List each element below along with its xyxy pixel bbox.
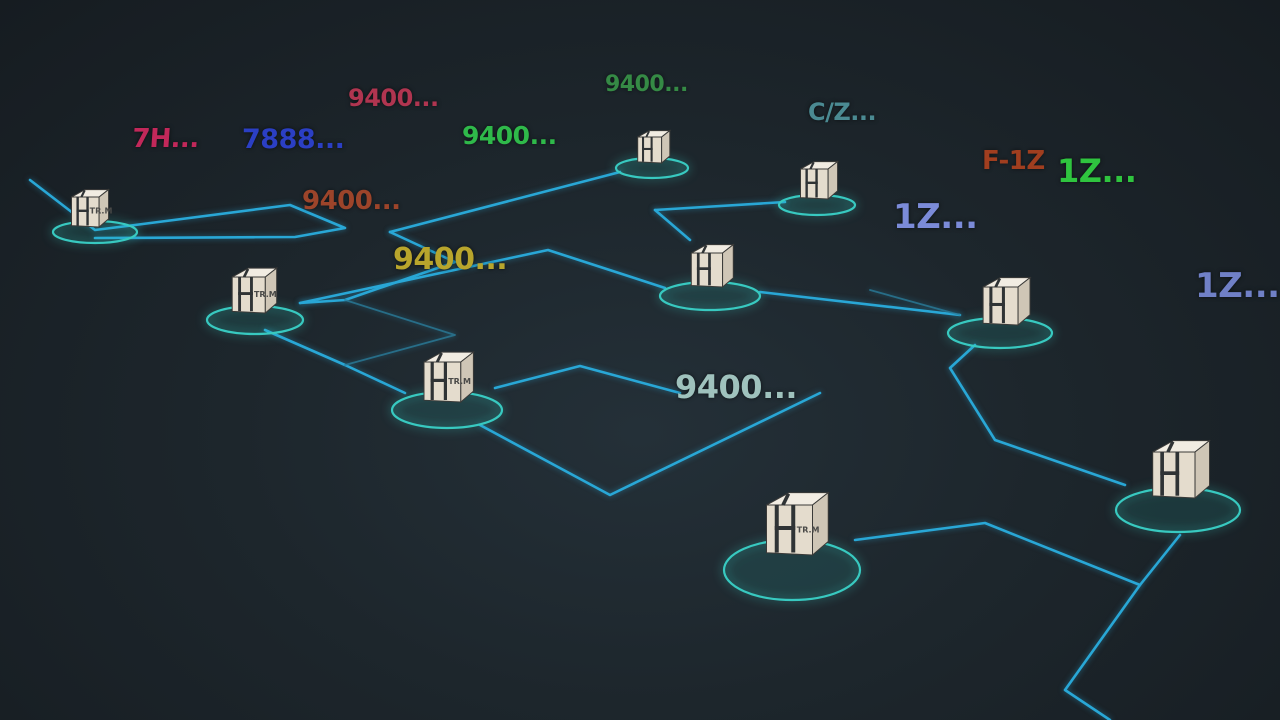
tracking-label: C/Z... xyxy=(808,98,877,126)
tracking-label: 1Z... xyxy=(1195,266,1280,306)
package-side xyxy=(460,351,474,404)
route-line xyxy=(1063,533,1182,720)
package-label: TR.M xyxy=(254,290,277,299)
package-tape xyxy=(238,292,253,295)
package-box: TR.M xyxy=(71,188,113,229)
package-side xyxy=(722,243,734,289)
route-line xyxy=(298,248,667,305)
package-side xyxy=(1194,439,1211,500)
tracking-label: 9400... xyxy=(302,186,401,216)
package-side xyxy=(264,267,278,315)
tracking-label: 9400... xyxy=(605,72,688,97)
tracking-label: 9400... xyxy=(393,242,508,277)
route-line xyxy=(853,521,1142,587)
route-line xyxy=(948,343,1127,487)
package-side xyxy=(827,160,839,201)
package-box xyxy=(1152,439,1211,500)
package-label: TR.M xyxy=(797,526,820,535)
package-side xyxy=(812,491,829,557)
package-seam xyxy=(80,189,86,198)
package-tape xyxy=(1160,471,1180,475)
package-tape xyxy=(774,526,796,530)
package-tape xyxy=(989,302,1005,306)
package-side xyxy=(98,188,110,229)
package-seam xyxy=(701,244,708,254)
package-box xyxy=(637,129,672,165)
package-tape xyxy=(805,181,818,184)
package-tape xyxy=(430,378,447,382)
package-box xyxy=(982,276,1032,327)
tracking-label: 9400... xyxy=(462,121,557,150)
package-seam xyxy=(645,130,650,138)
node-rings xyxy=(51,156,1242,602)
package-side xyxy=(1017,276,1031,327)
package-box: TR.M xyxy=(423,351,475,404)
route-line xyxy=(263,328,407,395)
package-tape xyxy=(641,147,653,150)
route-line xyxy=(344,299,456,366)
packages: TR.M TR.M TR.M TR.M xyxy=(71,129,1211,557)
package-box: TR.M xyxy=(231,267,279,315)
package-box xyxy=(800,160,839,201)
package-box xyxy=(690,243,735,289)
package-seam xyxy=(781,492,791,506)
route-line xyxy=(653,208,692,242)
package-seam xyxy=(994,277,1002,288)
route-line xyxy=(758,290,962,317)
route-line xyxy=(388,170,622,234)
tracking-label: 7888... xyxy=(242,124,345,155)
route-line xyxy=(653,200,787,212)
tracking-label: 7H... xyxy=(130,124,201,154)
package-side xyxy=(661,129,671,165)
tracking-label: 9400... xyxy=(675,368,798,406)
route-line xyxy=(869,289,961,316)
package-seam xyxy=(435,352,443,363)
route-line xyxy=(493,364,682,395)
package-tape xyxy=(76,209,89,212)
tracking-label: 1Z... xyxy=(893,197,978,237)
route-lines xyxy=(28,170,1182,720)
package-label: TR.M xyxy=(90,207,113,216)
package-label: TR.M xyxy=(448,377,471,386)
package-seam xyxy=(1166,440,1175,453)
tracking-label: 9400... xyxy=(348,84,439,112)
route-line xyxy=(478,391,822,497)
package-seam xyxy=(809,161,815,170)
package-seam xyxy=(242,268,250,278)
tracking-label: F-1Z xyxy=(982,146,1045,176)
route-line xyxy=(28,178,347,240)
package-tape xyxy=(696,267,711,270)
tracking-label: 1Z... xyxy=(1057,152,1137,190)
package-box: TR.M xyxy=(766,491,830,557)
